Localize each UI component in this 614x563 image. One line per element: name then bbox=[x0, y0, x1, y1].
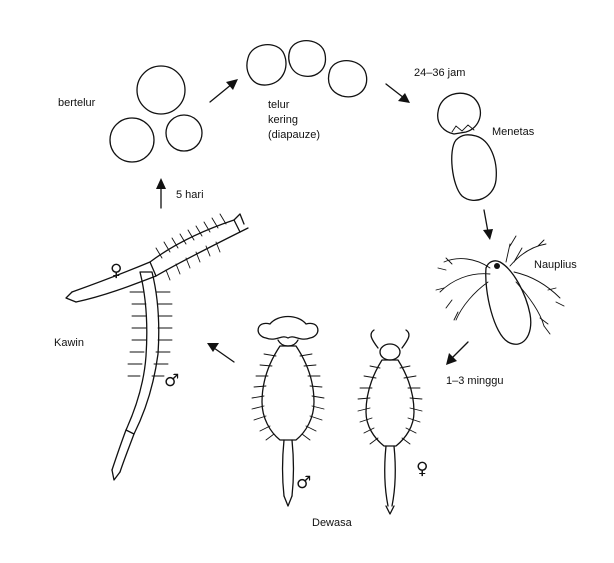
arrow-3-shaft bbox=[484, 210, 488, 232]
label-dry-egg-line3: (diapauze) bbox=[268, 128, 320, 142]
male-furca-pair bbox=[112, 470, 120, 480]
female-legs-left bbox=[358, 366, 380, 444]
male-furca bbox=[284, 496, 292, 506]
female-body bbox=[150, 220, 240, 276]
male-tail-pair bbox=[112, 430, 134, 472]
nauplius-antennule bbox=[506, 236, 522, 262]
egg-1 bbox=[137, 66, 185, 114]
arrow-3-head bbox=[483, 229, 493, 240]
male-symbol-adult: ♂ bbox=[296, 474, 311, 492]
arrow-5-shaft bbox=[214, 348, 234, 362]
female-symbol-adult: ♀ bbox=[416, 460, 428, 478]
cycle-arrows bbox=[156, 79, 493, 365]
arrow-1-shaft bbox=[210, 84, 232, 102]
adult-male-drawing bbox=[252, 317, 324, 507]
nauplius-body bbox=[486, 261, 531, 344]
arrow-1-head bbox=[226, 79, 238, 90]
male-abdomen bbox=[283, 440, 294, 496]
female-legs-lower bbox=[166, 242, 220, 280]
hatching-crack bbox=[452, 125, 474, 132]
label-dry-egg-line1: telur bbox=[268, 98, 289, 112]
label-dry-egg-line2: kering bbox=[268, 113, 298, 127]
female-head bbox=[380, 344, 400, 360]
arrow-6-head bbox=[156, 178, 166, 189]
male-legs-right bbox=[300, 354, 324, 440]
male-symbol-pair: ♂ bbox=[164, 372, 179, 390]
egg-3 bbox=[166, 115, 202, 151]
dry-eggs bbox=[247, 41, 367, 97]
male-legs-pair-right bbox=[152, 292, 172, 376]
hatching-larva-body bbox=[452, 135, 497, 201]
dry-egg-1 bbox=[247, 45, 286, 85]
female-furca bbox=[386, 506, 394, 514]
adult-female-drawing bbox=[358, 330, 422, 514]
female-legs-right bbox=[400, 366, 422, 444]
label-mating: Kawin bbox=[54, 336, 84, 350]
male-claspers bbox=[258, 317, 318, 340]
label-hatch-time: 24–36 jam bbox=[414, 66, 465, 80]
male-head bbox=[278, 340, 298, 346]
nauplius-drawing bbox=[436, 236, 564, 344]
male-legs-left bbox=[252, 354, 276, 440]
dry-egg-2 bbox=[289, 41, 326, 77]
nauplius-setae-left bbox=[436, 258, 458, 320]
female-symbol-pair: ♀ bbox=[110, 262, 122, 280]
label-to-laying-time: 5 hari bbox=[176, 188, 204, 202]
label-laying: bertelur bbox=[58, 96, 95, 110]
female-abdomen bbox=[385, 446, 396, 506]
hatching-egg-shell bbox=[438, 93, 481, 134]
dry-egg-3 bbox=[329, 61, 367, 97]
male-body bbox=[126, 272, 159, 434]
nauplius-eye bbox=[494, 263, 500, 269]
nauplius-setae-right bbox=[538, 240, 564, 334]
label-hatching: Menetas bbox=[492, 125, 534, 139]
female-antennae bbox=[371, 330, 409, 348]
laid-eggs bbox=[110, 66, 202, 162]
arrow-4-shaft bbox=[452, 342, 468, 358]
mating-pair-drawing bbox=[66, 214, 248, 480]
nauplius-antenna-left bbox=[440, 259, 490, 320]
male-legs-pair-left bbox=[128, 292, 146, 376]
label-nauplius: Nauplius bbox=[534, 258, 577, 272]
hatching-egg bbox=[438, 93, 497, 200]
female-thorax bbox=[366, 360, 414, 446]
egg-2 bbox=[110, 118, 154, 162]
arrow-2-shaft bbox=[386, 84, 404, 98]
female-tail bbox=[66, 292, 76, 302]
label-growth-time: 1–3 minggu bbox=[446, 374, 504, 388]
label-adult: Dewasa bbox=[312, 516, 352, 530]
